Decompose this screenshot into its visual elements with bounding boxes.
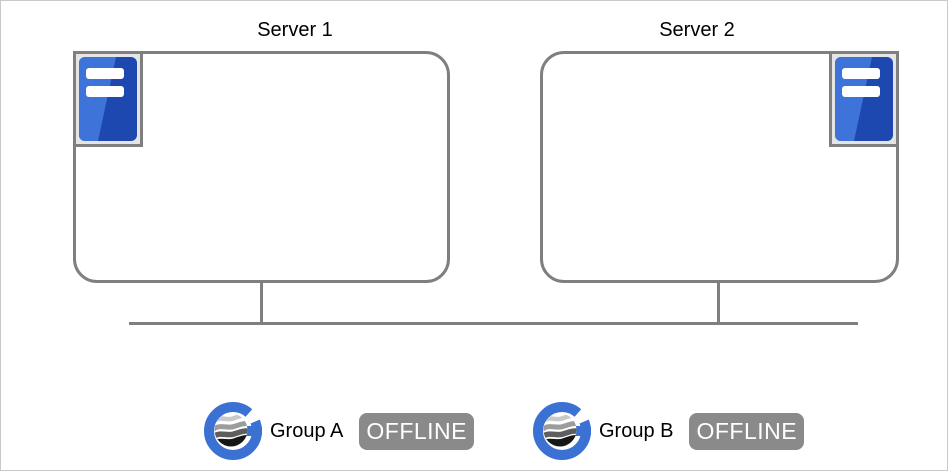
group-b-item[interactable]: Group B OFFLINE (533, 401, 805, 461)
group-globe-g-icon (204, 401, 264, 460)
server-2-icon-box[interactable] (829, 51, 899, 147)
group-a-item[interactable]: Group A OFFLINE (204, 401, 475, 461)
server-icon (835, 57, 893, 141)
network-bus-line (129, 322, 858, 325)
group-a-status-badge: OFFLINE (359, 412, 475, 450)
server-2-network-connector (717, 280, 720, 323)
server-1-icon-box[interactable] (73, 51, 143, 147)
group-b-status-badge: OFFLINE (689, 412, 805, 450)
server-1-title: Server 1 (257, 19, 333, 41)
server-1-network-connector (260, 281, 263, 323)
server-icon (79, 57, 137, 141)
group-globe-g-icon (533, 401, 593, 460)
group-a-label: Group A (270, 419, 344, 442)
server-2-title: Server 2 (659, 19, 735, 41)
group-b-label: Group B (599, 419, 674, 442)
